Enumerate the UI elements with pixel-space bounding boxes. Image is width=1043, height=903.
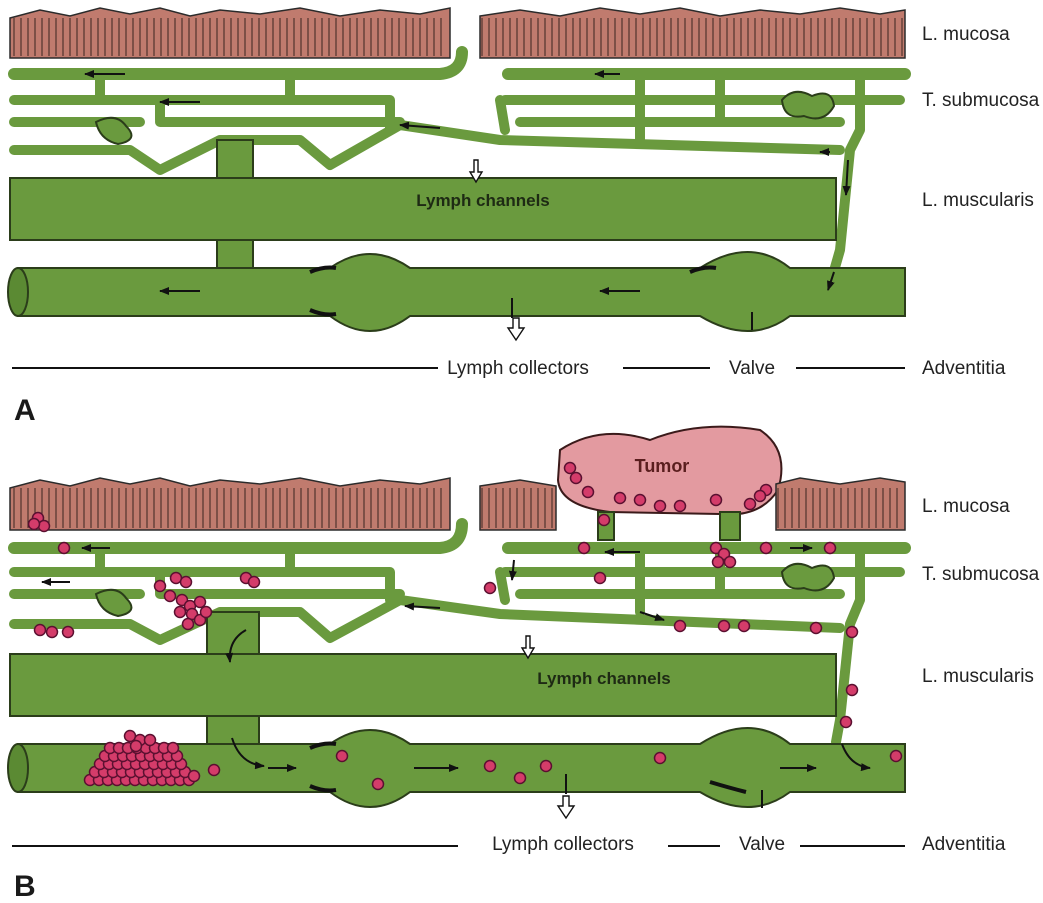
tumor-cell — [145, 735, 156, 746]
tumor-cell — [47, 627, 58, 638]
tumor-cell — [655, 753, 666, 764]
tumor-cell — [615, 493, 626, 504]
tumor-cell — [515, 773, 526, 784]
tumor-cell — [841, 717, 852, 728]
tumor-cell — [249, 577, 260, 588]
tumor-cell — [739, 621, 750, 632]
tumor-cell — [725, 557, 736, 568]
panel-label-b: B — [14, 870, 36, 903]
tumor-cell — [165, 591, 176, 602]
tumor-cell — [565, 463, 576, 474]
mucosa-label-b: L. mucosa — [922, 496, 1010, 517]
tumor-cell — [63, 627, 74, 638]
tumor-cell — [337, 751, 348, 762]
tumor-cell — [595, 573, 606, 584]
muscularis-label-b: L. muscularis — [922, 666, 1034, 687]
tumor-cell — [485, 761, 496, 772]
tumor-label: Tumor — [635, 456, 690, 476]
tumor-cell — [29, 519, 40, 530]
lymph-channels-label-a: Lymph channels — [416, 191, 550, 210]
adventitia-label-b: Adventitia — [922, 834, 1006, 855]
muscularis-label-a: L. muscularis — [922, 190, 1034, 211]
tumor-cell — [183, 619, 194, 630]
tumor-cell — [201, 607, 212, 618]
lymph-collector-a — [8, 252, 905, 331]
valve-label-a: Valve — [729, 358, 775, 379]
tumor-cell — [635, 495, 646, 506]
panel-a: Lymph channels Lymph collectors Valve L.… — [8, 8, 1040, 427]
tumor-cell — [373, 779, 384, 790]
tumor-cell — [209, 765, 220, 776]
tumor-cell — [35, 625, 46, 636]
tumor-cell — [189, 771, 200, 782]
submucosa-label-a: T. submucosa — [922, 90, 1040, 111]
tumor-cell — [655, 501, 666, 512]
adventitia-label-a: Adventitia — [922, 358, 1006, 379]
tumor-cell — [825, 543, 836, 554]
tumor-cell — [811, 623, 822, 634]
lymph-collectors-label-b: Lymph collectors — [492, 834, 634, 855]
tumor-cell — [755, 491, 766, 502]
muscularis-band-b — [10, 654, 836, 716]
tumor-cell — [39, 521, 50, 532]
tumor-cell — [181, 577, 192, 588]
submucosa-label-b: T. submucosa — [922, 564, 1040, 585]
submucosa-channels-a — [14, 52, 905, 285]
tumor-cell — [847, 627, 858, 638]
collector-pointer-arrow-a2 — [508, 318, 524, 340]
tumor-cell — [599, 515, 610, 526]
tumor-cell — [168, 743, 179, 754]
tumor-cell — [711, 495, 722, 506]
panel-label-a: A — [14, 394, 36, 427]
tumor-cell — [713, 557, 724, 568]
tumor-cell — [131, 741, 142, 752]
mucosa-label-a: L. mucosa — [922, 24, 1010, 45]
tumor-cell — [175, 607, 186, 618]
tumor-cell — [485, 583, 496, 594]
tumor-cell — [719, 621, 730, 632]
tumor-cell — [155, 581, 166, 592]
lymph-collectors-label-a: Lymph collectors — [447, 358, 589, 379]
tumor-cell — [583, 487, 594, 498]
tumor-cell — [761, 543, 772, 554]
tumor-cell — [541, 761, 552, 772]
tumor-cell — [891, 751, 902, 762]
panel-b: Tumor — [8, 427, 1040, 903]
tumor-cell — [571, 473, 582, 484]
tumor-cell — [59, 543, 70, 554]
tumor-cell — [745, 499, 756, 510]
tumor-cell — [675, 501, 686, 512]
collector-pointer-arrow-b2 — [558, 796, 574, 818]
valve-label-b: Valve — [739, 834, 785, 855]
lymph-channels-label-b: Lymph channels — [537, 669, 671, 688]
tumor-cell — [195, 597, 206, 608]
tumor-cell — [579, 543, 590, 554]
tumor-cell — [675, 621, 686, 632]
tumor-cell — [847, 685, 858, 696]
